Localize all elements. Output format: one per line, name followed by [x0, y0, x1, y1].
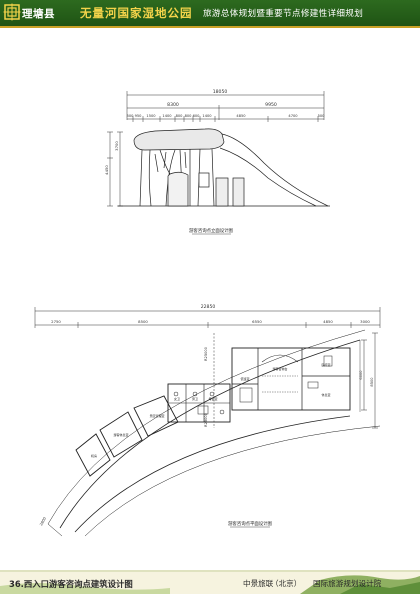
elev-seg-8: 4850 — [236, 114, 246, 118]
plan-caption: 游客咨询点平面设计图 — [228, 520, 273, 527]
elevation-caption: 游客咨询点立面设计图 — [189, 227, 234, 234]
elev-dim-right: 9950 — [265, 102, 277, 108]
footer-landscape-decoration — [0, 570, 420, 594]
plan-seg-1: 8500 — [138, 319, 148, 324]
room-women-wc: 女卫 — [174, 396, 180, 401]
room-machine: 机房 — [91, 453, 97, 458]
elev-seg-9: 4700 — [288, 114, 298, 118]
park-name: 无量河国家湿地公园 — [80, 6, 193, 20]
plan-drawing: 22850 2750 8500 6550 4850 3000 R25000 R2… — [34, 304, 381, 537]
elev-dim-total: 18050 — [213, 89, 228, 95]
elev-seg-2: 1500 — [146, 114, 156, 118]
elev-height-total: 4450 — [104, 165, 109, 175]
elev-seg-10: 500 — [318, 114, 326, 118]
sheet-title: 36.西入口游客咨询点建筑设计图 — [9, 579, 133, 589]
plan-subtitle: 旅游总体规划暨重要节点修建性详细规划 — [203, 9, 364, 19]
org-name: 中景旅联 — [243, 579, 274, 588]
room-info-desk: 游客咨询台 — [272, 366, 287, 371]
elev-seg-3: 1400 — [162, 114, 172, 118]
plan-seg-3: 4850 — [323, 319, 333, 324]
elevation-drawing: 18050 8300 9950 500 950 1500 1400 800 80… — [104, 89, 330, 235]
header-banner: 理塘县 无量河国家湿地公园 旅游总体规划暨重要节点修建性详细规划 — [0, 0, 420, 28]
knot-ornament-icon — [3, 3, 21, 21]
plan-seg-0: 2750 — [51, 319, 61, 324]
elev-seg-7: 1400 — [202, 114, 212, 118]
footer-bar: 36.西入口游客咨询点建筑设计图 中景旅联 （北京） 国际旅游规划设计院 — [0, 570, 420, 594]
plan-building — [47, 329, 381, 537]
plan-corner-dim: 2800 — [39, 516, 47, 527]
room-mother-baby: 母婴室 — [208, 396, 217, 401]
elev-seg-6: 600 — [193, 114, 201, 118]
plan-seg-2: 6550 — [252, 319, 262, 324]
plan-dim-total: 22850 — [201, 304, 216, 310]
room-rest: 休息室 — [321, 392, 330, 397]
org-location: （北京） — [271, 579, 302, 588]
elev-dim-left: 8300 — [167, 102, 179, 108]
elev-seg-5: 800 — [185, 114, 193, 118]
plan-seg-4: 3000 — [360, 319, 370, 324]
room-men-wc: 男卫 — [192, 396, 198, 401]
org-institute: 国际旅游规划设计院 — [313, 579, 382, 588]
plan-right-dim-0: 6000 — [359, 370, 363, 380]
elev-seg-1: 950 — [135, 114, 143, 118]
county-name: 理塘县 — [22, 8, 55, 20]
elevation-building — [118, 128, 330, 207]
room-medical: 医疗室 — [321, 362, 330, 367]
plan-left-dim-1: R28000 — [204, 412, 208, 427]
room-duty: 值班室 — [240, 376, 249, 381]
elev-height-upper: 3700 — [114, 141, 119, 151]
elev-seg-4: 800 — [176, 114, 184, 118]
plan-left-dim-0: R25000 — [204, 346, 208, 361]
plan-right-dim-1: 8500 — [370, 377, 374, 387]
elev-seg-0: 500 — [127, 114, 135, 118]
room-management: 景区管理室 — [149, 413, 164, 418]
room-lounge: 游客休息室 — [113, 432, 128, 437]
